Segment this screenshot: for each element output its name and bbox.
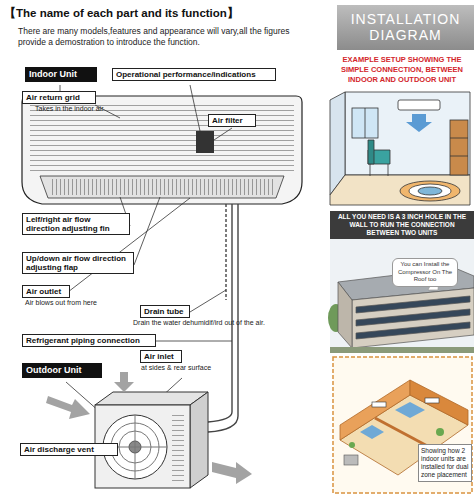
node-text: You can Install the Compressor On The Ro… — [395, 261, 455, 284]
node-text: Showing how 2 indoor units are installed… — [421, 447, 469, 479]
node-text: Drain tube — [144, 307, 186, 316]
node-text: Air return grid — [26, 93, 92, 102]
node-text: Air discharge vent — [24, 445, 114, 454]
node-text: Air inlet — [144, 352, 178, 361]
node-text: Refrigerant piping connection — [26, 336, 152, 345]
part-label: Drain tubeDrain the water dehumidif/ird … — [140, 305, 190, 318]
header-box: INSTALLATION DIAGRAM — [337, 5, 474, 50]
info-band: ALL YOU NEED IS A 3 INCH HOLE IN THE WAL… — [330, 211, 474, 239]
part-label: Up/down air flow direction adjusting fla… — [22, 252, 134, 274]
description-text: Air blows out from here — [25, 299, 97, 307]
part-label: Air outletAir blows out from here — [22, 285, 70, 298]
node-text: Air outlet — [26, 287, 66, 296]
node-text: Lelf/right air flow direction adjusting … — [26, 215, 126, 233]
outdoor-unit-drawing — [95, 392, 208, 488]
node-text: Air filter — [212, 116, 252, 125]
house-illustration — [333, 357, 472, 493]
callout-bubble: You can Install the Compressor On The Ro… — [392, 258, 458, 287]
part-label: Operational performance/indications — [112, 68, 276, 81]
part-label: Air inletat sides & rear surface — [140, 350, 182, 363]
part-label: Air discharge vent — [20, 443, 118, 456]
intro-note: There are many models,features and appea… — [18, 26, 308, 47]
section-heading: Indoor Unit — [25, 67, 97, 82]
node-text: INSTALLATION DIAGRAM — [337, 11, 474, 43]
node-text: Outdoor Unit — [26, 365, 98, 376]
indoor-unit-drawing — [22, 96, 302, 204]
description-text: at sides & rear surface — [141, 364, 211, 372]
part-label: Air return gridTakes in the indoor air — [22, 91, 96, 104]
node-text: Indoor Unit — [29, 69, 93, 80]
refrigerant-pipe — [208, 204, 238, 432]
node-text: Operational performance/indications — [116, 70, 272, 79]
page-title: 【The name of each part and its function】 — [4, 6, 239, 21]
part-label: Lelf/right air flow direction adjusting … — [22, 213, 130, 235]
airflow-arrow — [46, 372, 252, 484]
building-illustration — [328, 235, 474, 353]
node-text: Up/down air flow direction adjusting fla… — [26, 254, 130, 272]
description-text: Drain the water dehumidif/ird out of the… — [133, 319, 265, 327]
section-heading: Outdoor Unit — [22, 363, 102, 378]
part-label: Refrigerant piping connection — [22, 334, 156, 347]
node-text: ALL YOU NEED IS A 3 INCH HOLE IN THE WAL… — [333, 213, 471, 237]
part-label: Air filter — [208, 114, 256, 127]
description-text: Takes in the indoor air — [35, 105, 103, 113]
caption-red: EXAMPLE SETUP SHOWING THE SIMPLE CONNECT… — [330, 55, 474, 84]
callout-note: Showing how 2 indoor units are installed… — [418, 444, 472, 482]
room-illustration — [330, 92, 470, 205]
